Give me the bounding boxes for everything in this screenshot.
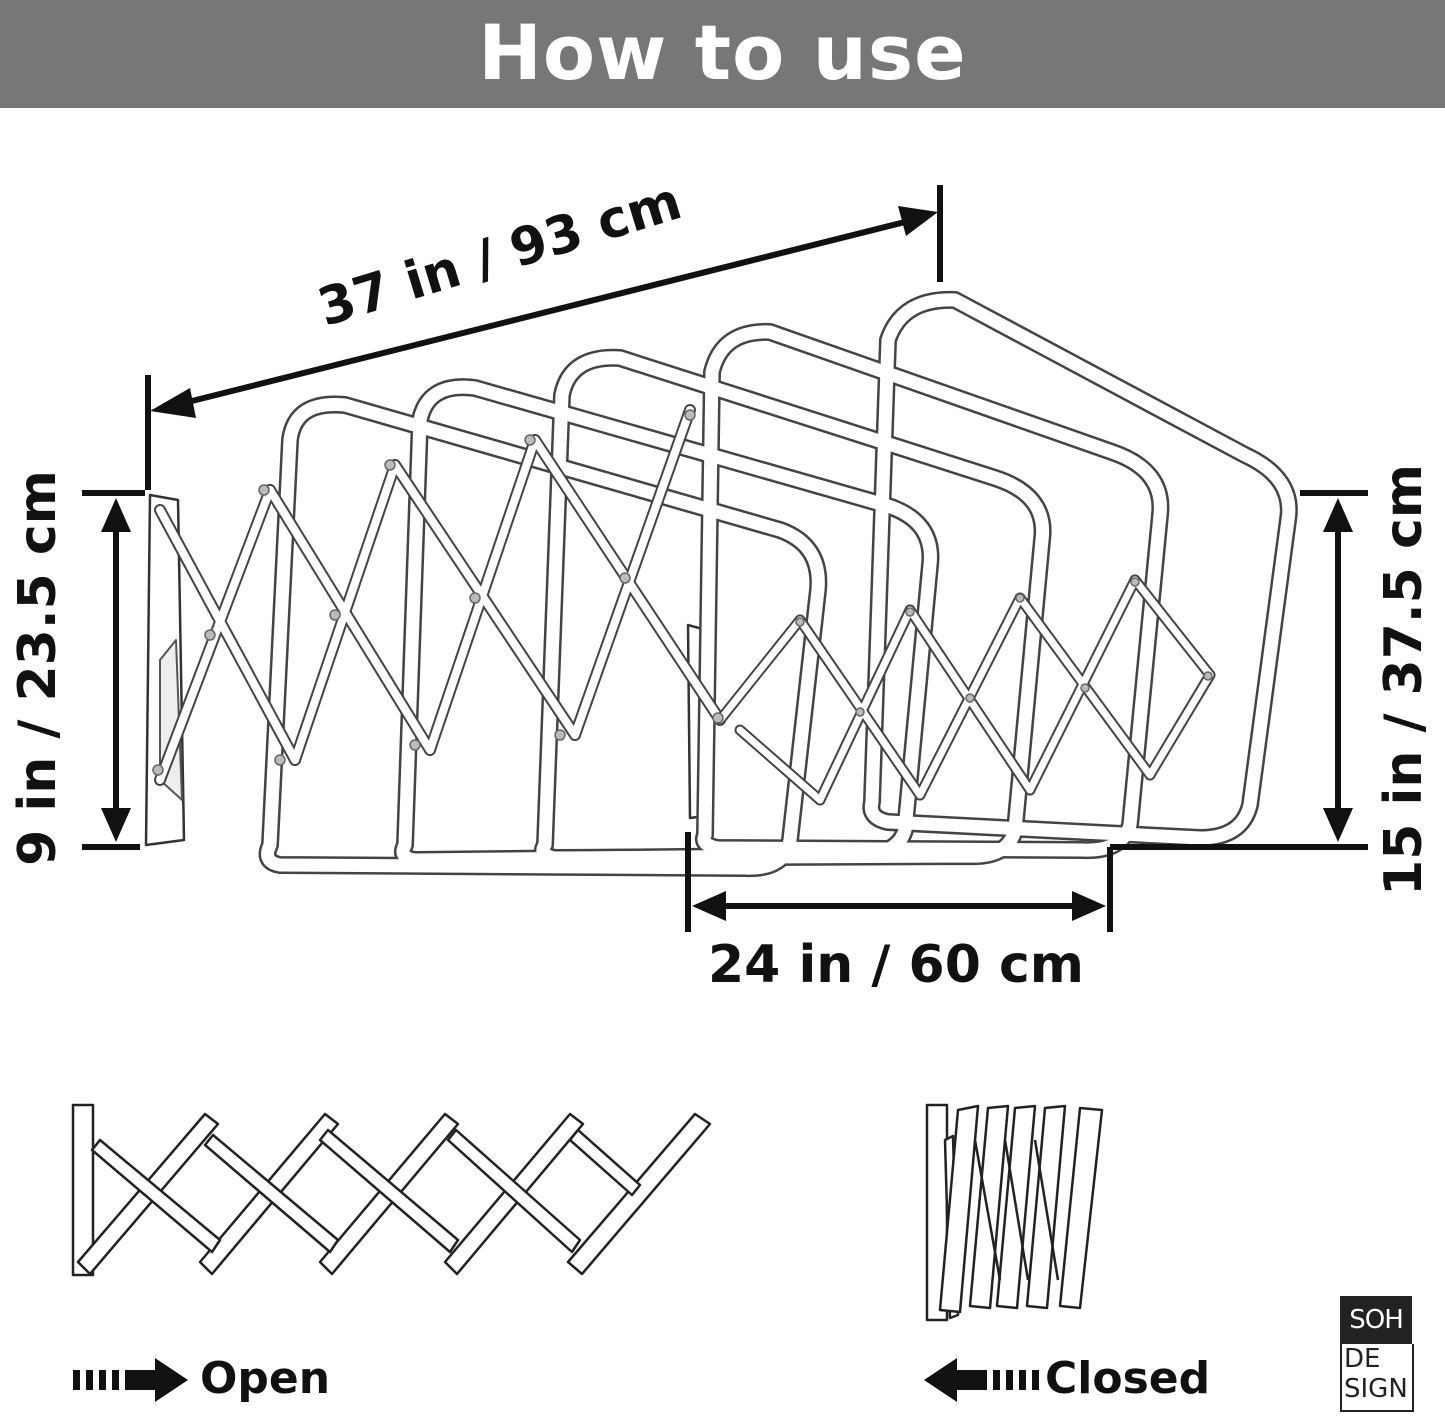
logo-bottom: DE SIGN <box>1340 1344 1414 1412</box>
wall-height-label: 9 in / 23.5 cm <box>8 470 68 866</box>
closed-schematic <box>925 1103 1104 1322</box>
rack-illustration <box>144 290 1298 878</box>
logo-line3: SIGN <box>1344 1374 1408 1404</box>
dimension-lines <box>82 185 1368 932</box>
open-schematic <box>71 1103 712 1277</box>
page-title: How to use <box>478 8 967 97</box>
open-label: Open <box>200 1353 331 1404</box>
logo-line2: DE <box>1344 1344 1381 1374</box>
brand-logo: SOH DE SIGN <box>1340 1296 1414 1414</box>
header-banner: How to use <box>0 0 1445 108</box>
depth-label: 24 in / 60 cm <box>708 935 1084 995</box>
rack-height-label: 15 in / 37.5 cm <box>1374 464 1434 896</box>
closed-label: Closed <box>1045 1353 1211 1404</box>
logo-line1: SOH <box>1340 1296 1412 1344</box>
closed-arrow-icon <box>924 1358 1039 1402</box>
rack-diagram <box>71 185 1368 1402</box>
open-arrow-icon <box>73 1358 188 1402</box>
